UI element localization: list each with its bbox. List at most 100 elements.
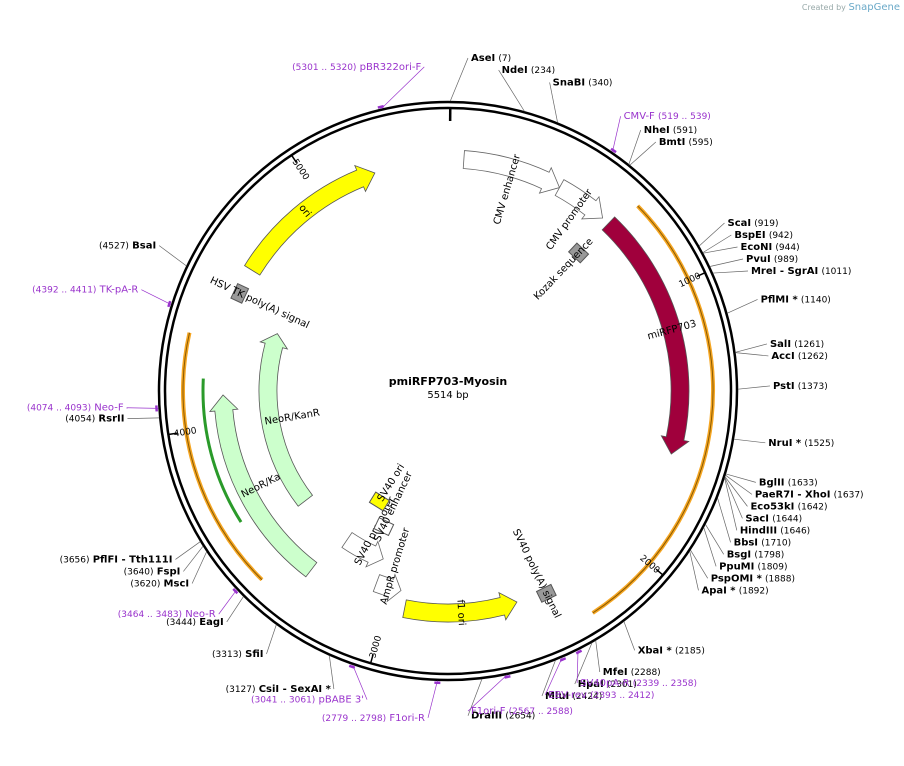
enzyme-leader xyxy=(702,234,732,253)
primer-label-cmv-f: CMV-F (519 .. 539) xyxy=(624,111,711,122)
primer-label-neo-f: (4074 .. 4093) Neo-F xyxy=(27,403,124,414)
enzyme-label-saci: SacI (1644) xyxy=(745,513,802,524)
enzyme-label-econi: EcoNI (944) xyxy=(740,242,799,253)
enzyme-leader xyxy=(127,417,160,419)
primer-leader xyxy=(576,650,579,683)
enzyme-leader xyxy=(698,222,725,247)
primer-leader xyxy=(544,657,563,696)
enzyme-leader xyxy=(549,82,558,123)
enzyme-label-apai: ApaI * (1892) xyxy=(701,585,768,596)
primer-leader xyxy=(612,116,621,153)
enzyme-leader xyxy=(703,527,717,567)
primer-mark xyxy=(504,675,511,679)
primer-mark xyxy=(377,104,384,109)
hsv-tk-poly-a-signal-feature xyxy=(230,282,250,304)
enzyme-leader xyxy=(328,655,335,690)
primer-label-pbabe-3: (3041 .. 3061) pBABE 3' xyxy=(251,695,364,706)
primer-sites: CMV-F (519 .. 539)SV40pA-R (2339 .. 2358… xyxy=(27,62,711,724)
enzyme-label-pvui: PvuI (989) xyxy=(746,254,798,265)
enzyme-leader xyxy=(724,477,738,531)
enzyme-leader xyxy=(574,642,593,685)
tick-mark xyxy=(655,568,664,576)
enzyme-label-nhei: NheI (591) xyxy=(644,125,697,136)
primer-mark xyxy=(348,664,356,669)
enzyme-leader xyxy=(737,385,771,390)
enzyme-leader xyxy=(175,541,201,560)
enzyme-leader xyxy=(725,474,753,495)
enzyme-label-bmti: BmtI (595) xyxy=(659,137,713,148)
enzyme-leader xyxy=(629,141,657,166)
credit-prefix: Created by xyxy=(801,3,846,12)
tick-mark xyxy=(369,654,374,664)
neor-kanr-feature xyxy=(258,333,314,507)
enzyme-label-paer7i-xhoi: PaeR7I - XhoI (1637) xyxy=(755,489,864,500)
enzyme-label-xbai: XbaI * (2185) xyxy=(638,645,705,656)
enzyme-leader xyxy=(467,678,483,716)
enzyme-leader xyxy=(717,497,731,543)
enzyme-label-ndei: NdeI (234) xyxy=(502,65,555,76)
enzyme-label-psti: PstI (1373) xyxy=(773,381,828,392)
enzyme-label-pflmi: PflMI * (1140) xyxy=(761,294,831,305)
enzyme-leader xyxy=(690,549,709,579)
enzyme-leader xyxy=(689,551,699,591)
primer-mark xyxy=(167,300,172,308)
tick-label: 5000 xyxy=(290,158,311,183)
enzyme-leader xyxy=(498,69,525,112)
primer-label-f1ori-f: F1ori-F (2567 .. 2588) xyxy=(471,706,573,717)
orange-arc-core xyxy=(182,332,263,581)
enzyme-label-eco53ki: Eco53kI (1642) xyxy=(750,501,827,512)
primer-label-ebv-rev: EBV-rev (2393 .. 2412) xyxy=(548,690,654,701)
enzyme-label-draiii: DraIII (2654) xyxy=(471,711,535,722)
enzyme-label-acci: AccI (1262) xyxy=(771,351,827,362)
enzyme-sites: AseI (7)NdeI (234)SnaBI (340)NheI (591)B… xyxy=(60,53,864,722)
enzyme-label-mlui: MluI (2424) xyxy=(545,691,602,702)
primer-leader xyxy=(427,680,438,718)
orange-arc xyxy=(181,332,264,582)
cmv-enhancer-feature xyxy=(462,150,561,194)
enzyme-leader xyxy=(735,343,768,353)
enzyme-leader xyxy=(725,473,756,483)
backbone-circle xyxy=(157,100,739,682)
primer-mark xyxy=(575,649,583,655)
enzyme-leader xyxy=(595,640,601,673)
enzyme-leader xyxy=(712,270,749,274)
enzyme-label-bsai: (4527) BsaI xyxy=(99,241,156,252)
enzyme-label-hindiii: HindIII (1646) xyxy=(740,525,810,536)
tick-mark xyxy=(168,432,178,436)
enzyme-leader xyxy=(735,352,769,357)
enzyme-label-asei: AseI (7) xyxy=(471,53,511,64)
enzyme-leader xyxy=(705,524,724,555)
sv40-poly-a-signal-feature xyxy=(535,583,557,603)
kozak-sequence-feature xyxy=(567,242,590,264)
primer-leader xyxy=(467,674,508,712)
primer-leader xyxy=(126,407,159,409)
plasmid-name: pmiRFP703-Myosin xyxy=(389,375,508,388)
primer-leader xyxy=(352,664,368,700)
tick-label: 4000 xyxy=(173,426,197,439)
primer-mark xyxy=(559,657,567,662)
enzyme-leader xyxy=(266,624,277,655)
enzyme-leader xyxy=(158,245,187,267)
sv40-poly-a-signal-label: SV40 poly(A) signal xyxy=(510,527,563,620)
enzyme-label-snabi: SnaBI (340) xyxy=(553,77,613,88)
green-arc xyxy=(201,378,243,523)
sv40-promoter-feature xyxy=(341,531,384,568)
snapgene-logo: SnapGene xyxy=(848,2,900,13)
enzyme-label-fspi: (3640) FspI xyxy=(124,566,181,577)
enzyme-label-bbsi: BbsI (1710) xyxy=(734,537,792,548)
enzyme-label-pspomi: PspOMI * (1888) xyxy=(711,573,795,584)
enzyme-label-eagi: (3444) EagI xyxy=(166,617,224,628)
enzyme-leader xyxy=(628,129,642,165)
ori-feature xyxy=(243,164,376,276)
enzyme-label-sali: SalI (1261) xyxy=(770,339,824,350)
primer-leader xyxy=(218,589,238,615)
ampr-promoter-feature xyxy=(372,573,402,603)
enzyme-label-mfei: MfeI (2288) xyxy=(603,667,661,678)
enzyme-label-nrui: NruI * (1525) xyxy=(768,438,834,449)
enzyme-leader xyxy=(541,660,556,697)
sv40-enhancer-feature xyxy=(373,517,395,537)
tick-mark xyxy=(290,154,298,164)
f1-ori-feature xyxy=(402,591,518,623)
